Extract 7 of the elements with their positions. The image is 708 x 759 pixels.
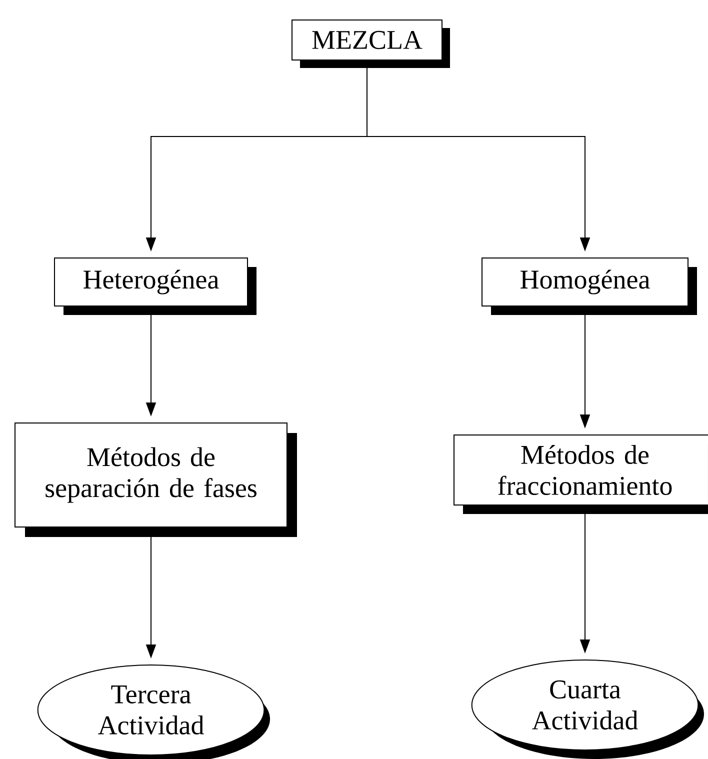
node-label: Tercera Actividad	[98, 686, 204, 734]
concept-box: Métodos de fraccionamiento	[454, 434, 708, 514]
concept-box: MEZCLA	[292, 20, 450, 68]
concept-box: Heterogénea	[54, 258, 256, 315]
node-label: Cuarta Actividad	[532, 680, 638, 730]
concept-box: Métodos de separación de fases	[14, 422, 297, 537]
concept-box: Homogénea	[482, 258, 697, 315]
